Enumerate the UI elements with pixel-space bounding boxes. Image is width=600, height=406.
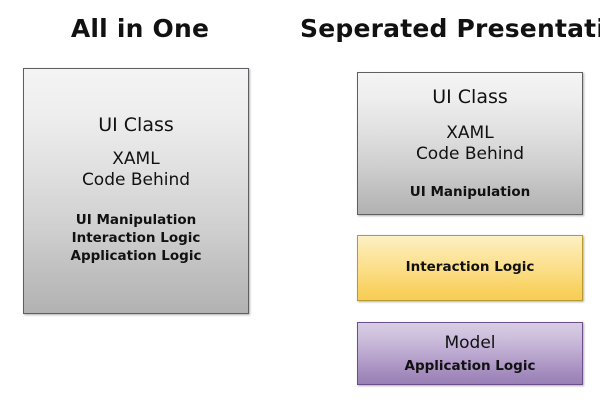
all-in-one-box: UI Class XAML Code Behind UI Manipulatio…: [23, 68, 249, 314]
all-in-one-xaml-label: XAML: [112, 149, 160, 169]
ui-class-box: UI Class XAML Code Behind UI Manipulatio…: [357, 72, 583, 215]
all-in-one-ui-manipulation-label: UI Manipulation: [75, 212, 197, 228]
all-in-one-ui-class-label: UI Class: [98, 114, 174, 136]
left-column-title: All in One: [70, 14, 210, 43]
all-in-one-interaction-logic-label: Interaction Logic: [71, 230, 201, 246]
interaction-logic-box-label: Interaction Logic: [405, 259, 535, 275]
ui-class-box-xaml-label: XAML: [446, 123, 494, 143]
ui-class-box-code-behind-label: Code Behind: [415, 144, 525, 164]
ui-class-box-title-label: UI Class: [432, 86, 508, 108]
model-box-application-logic-label: Application Logic: [404, 358, 536, 374]
right-column-title: Seperated Presentation: [300, 14, 600, 43]
model-box-title-label: Model: [444, 333, 496, 353]
ui-class-box-ui-manipulation-label: UI Manipulation: [409, 184, 531, 200]
all-in-one-code-behind-label: Code Behind: [81, 170, 191, 190]
all-in-one-application-logic-label: Application Logic: [70, 248, 202, 264]
all-in-one-responsibilities-list: UI Manipulation Interaction Logic Applic…: [24, 211, 248, 265]
model-box: Model Application Logic: [357, 322, 583, 385]
interaction-logic-box: Interaction Logic: [357, 235, 583, 301]
